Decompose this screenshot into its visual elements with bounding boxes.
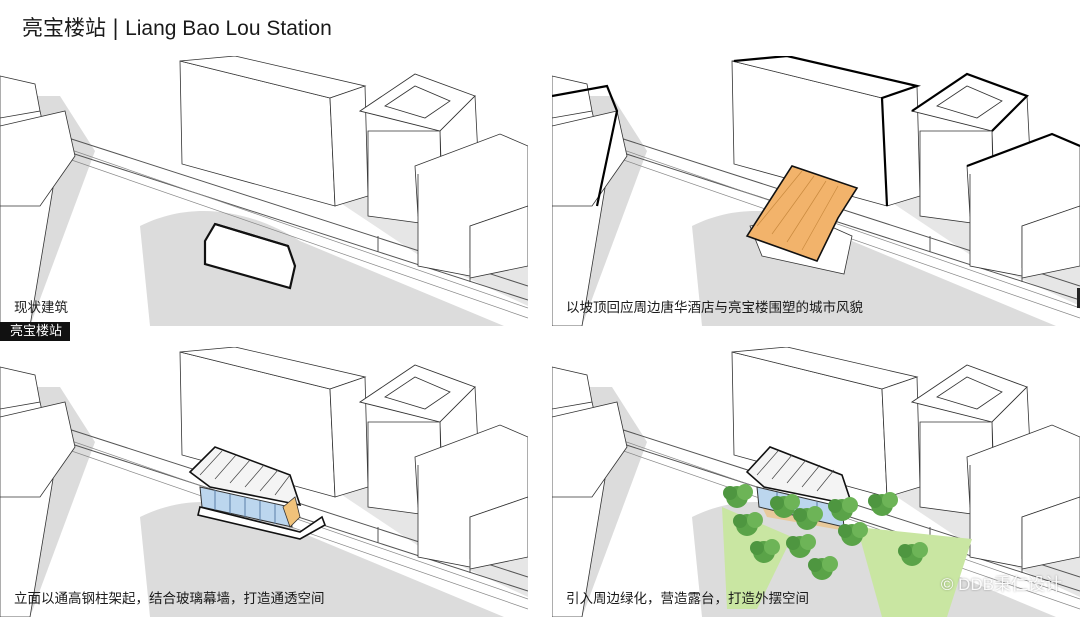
panel-existing: 现状建筑: [0, 56, 528, 326]
context-outline: [552, 56, 1080, 207]
station-structure: [188, 446, 326, 540]
watermark: © DDB秉仁设计: [940, 575, 1062, 594]
panel-steel-facade: 立面以通高钢柱架起，结合玻璃幕墙，打造通透空间: [0, 347, 528, 617]
title-separator: |: [112, 16, 120, 40]
edge-mark: [1077, 288, 1080, 308]
panel-existing-drawing: [0, 56, 528, 326]
panel-caption: 引入周边绿化，营造露台，打造外摆空间: [566, 591, 809, 607]
panel-steel-facade-drawing: [0, 347, 528, 617]
title-cn: 亮宝楼站: [22, 16, 106, 40]
station-tag: 亮宝楼站: [0, 322, 71, 341]
title-en: Liang Bao Lou Station: [125, 17, 332, 40]
panel-caption: 立面以通高钢柱架起，结合玻璃幕墙，打造通透空间: [14, 591, 325, 607]
panel-green-terrace: 引入周边绿化，营造露台，打造外摆空间 © DDB秉仁设计: [552, 347, 1080, 617]
page-title: 亮宝楼站|Liang Bao Lou Station: [22, 12, 332, 42]
pitched-roof: [745, 165, 859, 275]
panel-caption: 以坡顶回应周边唐华酒店与亮宝楼围塑的城市风貌: [566, 300, 863, 316]
panel-pitched-roof-drawing: [552, 56, 1080, 326]
panel-green-terrace-drawing: [552, 347, 1080, 617]
panel-pitched-roof: 以坡顶回应周边唐华酒店与亮宝楼围塑的城市风貌: [552, 56, 1080, 326]
panel-caption: 现状建筑: [14, 300, 68, 316]
existing-building: [203, 222, 297, 290]
